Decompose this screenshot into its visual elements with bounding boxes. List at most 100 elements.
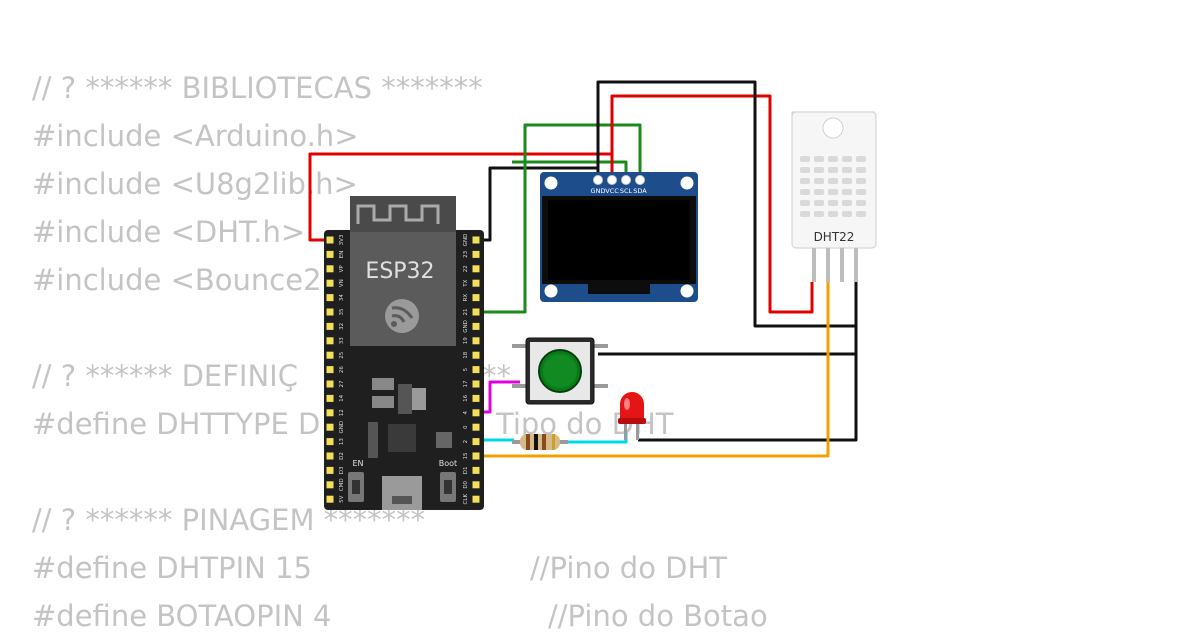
esp32-pin-right-2[interactable] <box>472 265 480 273</box>
esp32-pin-right-5[interactable] <box>472 308 480 316</box>
esp32-pin-label: 16 <box>463 394 469 401</box>
esp32-pin-left-16[interactable] <box>326 466 334 474</box>
esp32-pin-label: RX <box>463 294 469 302</box>
wire-dht-data[interactable] <box>476 282 830 458</box>
esp32-pin-right-15[interactable] <box>472 452 480 460</box>
vent-slot <box>842 189 852 195</box>
oled-pin-sda[interactable] <box>635 175 645 185</box>
vent-slot <box>814 178 824 184</box>
esp32-pin-right-13[interactable] <box>472 423 480 431</box>
esp32-pin-label: 35 <box>339 308 345 315</box>
usb-port[interactable] <box>382 476 422 510</box>
en-label: EN <box>352 459 363 468</box>
esp32-pin-right-16[interactable] <box>472 466 480 474</box>
esp32-pin-label: 33 <box>339 337 345 344</box>
esp32-pin-right-4[interactable] <box>472 294 480 302</box>
esp32-pin-left-2[interactable] <box>326 265 334 273</box>
esp32-pin-left-10[interactable] <box>326 380 334 388</box>
esp32-pin-right-14[interactable] <box>472 438 480 446</box>
mounting-hole <box>544 284 558 298</box>
esp32-pin-label: 4 <box>463 411 469 415</box>
esp32-pin-left-3[interactable] <box>326 279 334 287</box>
regulator-tab <box>412 388 426 410</box>
oled-pin-gnd[interactable] <box>593 175 603 185</box>
usb-port-socket <box>392 496 412 504</box>
red-led[interactable] <box>618 392 646 440</box>
esp32-pin-left-0[interactable] <box>326 236 334 244</box>
esp32-pin-left-17[interactable] <box>326 481 334 489</box>
esp32-pin-right-7[interactable] <box>472 337 480 345</box>
esp32-pin-left-13[interactable] <box>326 423 334 431</box>
esp32-pin-label: 2 <box>463 440 469 444</box>
vent-slot <box>856 178 866 184</box>
esp32-pin-left-15[interactable] <box>326 452 334 460</box>
esp32-pin-label: 23 <box>463 250 469 257</box>
vent-slot <box>800 211 810 217</box>
code-line-definicoes: // ? ****** DEFINIÇ <box>32 359 298 393</box>
resistor-band <box>552 434 555 450</box>
regulator-chip <box>398 384 412 414</box>
oled-pin-vcc[interactable] <box>607 175 617 185</box>
esp32-pin-right-3[interactable] <box>472 279 480 287</box>
esp32-pin-label: 12 <box>339 409 345 416</box>
esp32-pin-right-10[interactable] <box>472 380 480 388</box>
esp32-pin-right-18[interactable] <box>472 495 480 503</box>
esp32-pin-label: 18 <box>463 351 469 358</box>
button-leg <box>592 344 608 348</box>
code-comment-botaopin: //Pino do Botao <box>548 599 768 633</box>
esp32-pin-label: 15 <box>463 452 469 459</box>
esp32-pin-right-17[interactable] <box>472 481 480 489</box>
espressif-logo-icon <box>385 299 419 333</box>
antenna-trace <box>356 204 440 224</box>
esp32-pin-label: GND <box>339 421 345 434</box>
button-cap-inner <box>543 354 577 388</box>
esp32-pin-left-5[interactable] <box>326 308 334 316</box>
led-highlight <box>624 398 630 410</box>
wire-button-gnd[interactable] <box>598 326 858 356</box>
esp32-pin-label: 27 <box>339 380 345 387</box>
wire-resistor-to-led[interactable] <box>566 432 628 444</box>
esp32-pin-right-0[interactable] <box>472 236 480 244</box>
esp32-pin-left-9[interactable] <box>326 366 334 374</box>
esp32-pin-left-12[interactable] <box>326 409 334 417</box>
esp32-pin-left-1[interactable] <box>326 250 334 258</box>
esp32-pin-label: 14 <box>339 394 345 401</box>
esp32-pin-right-12[interactable] <box>472 409 480 417</box>
resistor[interactable] <box>512 434 568 450</box>
esp32-board[interactable]: ESP32 EN Boot 3V3ENVPVN34353233252627141… <box>324 196 484 510</box>
wire-sda[interactable] <box>476 123 642 314</box>
esp32-pin-right-8[interactable] <box>472 351 480 359</box>
esp32-pin-left-11[interactable] <box>326 394 334 402</box>
esp32-pin-label: CLK <box>463 494 469 505</box>
wire-led-gnd[interactable] <box>638 354 858 442</box>
push-button[interactable] <box>512 337 608 405</box>
esp32-pin-right-11[interactable] <box>472 394 480 402</box>
esp32-pin-left-7[interactable] <box>326 337 334 345</box>
oled-pin-label: SCL <box>620 187 633 195</box>
smd-component <box>372 396 394 408</box>
esp32-pin-left-18[interactable] <box>326 495 334 503</box>
mounting-hole <box>544 176 558 190</box>
oled-pin-scl[interactable] <box>621 175 631 185</box>
wire-gnd-to-dht[interactable] <box>596 80 858 328</box>
esp32-pin-label: 3V3 <box>339 234 345 245</box>
dht22-sensor[interactable]: DHT22 <box>791 111 877 282</box>
esp32-pin-left-6[interactable] <box>326 322 334 330</box>
oled-pin-label: SDA <box>633 187 647 195</box>
dht22-pin-vcc <box>812 248 816 282</box>
esp32-pin-left-8[interactable] <box>326 351 334 359</box>
esp32-pin-label: 0 <box>463 425 469 429</box>
vent-slot <box>828 167 838 173</box>
esp32-pin-right-9[interactable] <box>472 366 480 374</box>
esp32-pin-right-1[interactable] <box>472 250 480 258</box>
mounting-hole <box>680 176 694 190</box>
vent-slot <box>856 189 866 195</box>
wire-vcc-to-dht[interactable] <box>610 94 814 314</box>
oled-pin-label: VCC <box>605 187 619 195</box>
esp32-pin-left-4[interactable] <box>326 294 334 302</box>
esp32-pin-left-14[interactable] <box>326 438 334 446</box>
wires <box>308 80 858 458</box>
esp32-pin-right-6[interactable] <box>472 322 480 330</box>
